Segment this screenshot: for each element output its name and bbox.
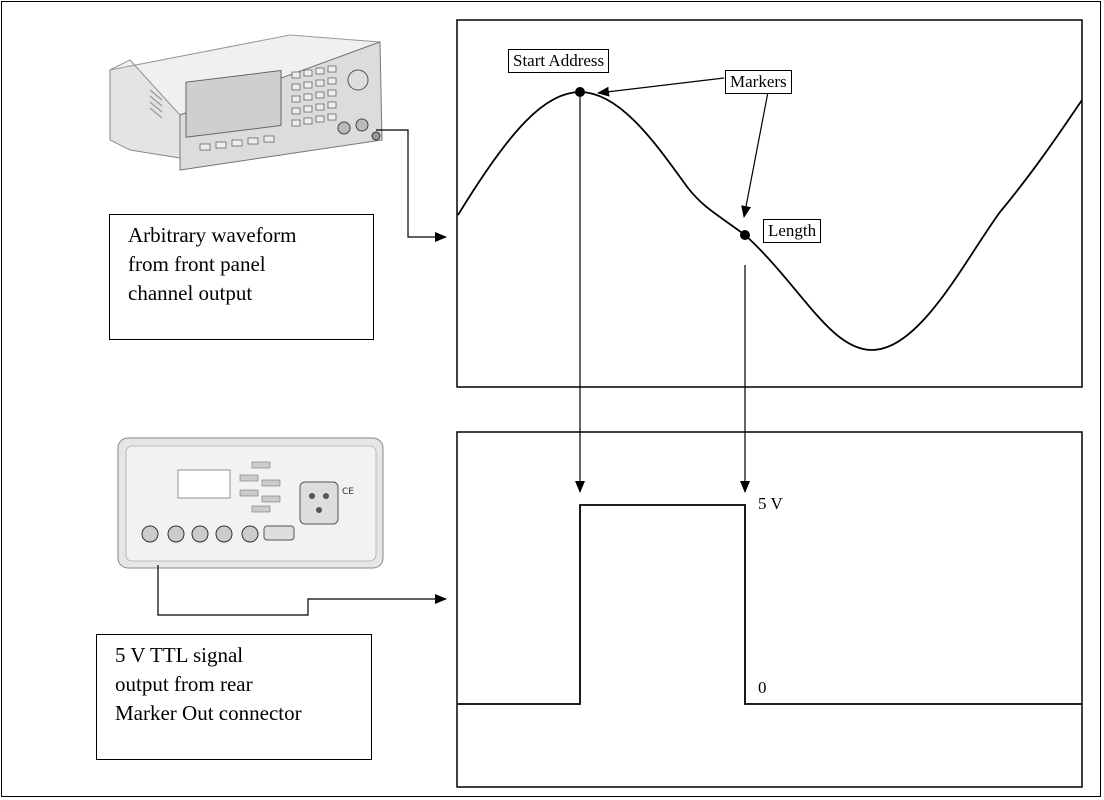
markers-arrow-length <box>741 91 769 218</box>
front-output-connector-arrow <box>376 129 447 242</box>
markers-label: Markers <box>725 70 792 94</box>
length-marker-dot <box>740 230 750 240</box>
rear-marker-out-connector-arrow <box>157 565 447 616</box>
waveform-panel <box>456 19 1083 388</box>
start-address-marker-dot <box>575 87 585 97</box>
markers-arrow-start <box>597 77 725 97</box>
length-label: Length <box>763 219 822 243</box>
rear-panel-instrument-image: CE <box>117 437 384 569</box>
ttl-panel <box>456 431 1083 788</box>
ttl-pulse-trace <box>458 504 1082 705</box>
ttl-signal-caption: 5 V TTL signal output from rear Marker O… <box>96 634 372 760</box>
svg-text:CE: CE <box>342 487 354 497</box>
arbitrary-waveform-caption: Arbitrary waveform from front panel chan… <box>109 214 374 340</box>
front-panel-instrument-image <box>109 34 383 171</box>
start-address-label: Start Address <box>508 49 610 73</box>
low-level-label: 0 <box>758 678 767 697</box>
high-level-label: 5 V <box>758 494 783 513</box>
